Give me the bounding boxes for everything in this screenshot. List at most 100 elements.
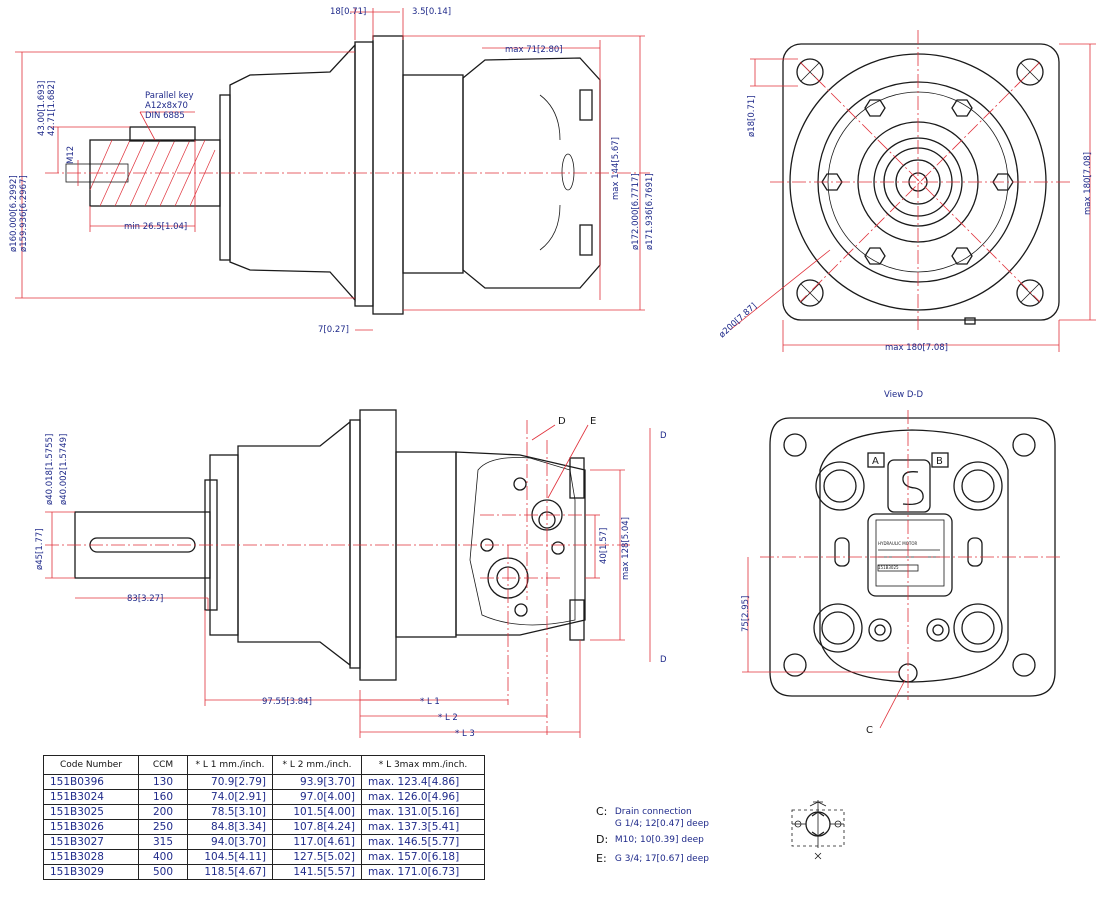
table-row: 151B3028 400 104.5[4.11] 127.5[5.02] max…	[43, 849, 485, 865]
dim-171: ø171.936[6.7691]	[645, 173, 655, 250]
cell-l3: max. 126.0[4.96]	[361, 789, 485, 805]
header-ccm: CCM	[138, 755, 188, 775]
bottom-side-view	[45, 409, 651, 738]
cell-l3: max. 146.5[5.77]	[361, 834, 485, 850]
dim-42-71: 42.71[1.682]	[47, 81, 57, 136]
port-b: B	[936, 456, 943, 467]
dim-200: ø200[7.87]	[717, 301, 759, 340]
legend-c-text-2: G 1/4; 12[0.47] deep	[614, 819, 709, 829]
cell-ccm: 250	[138, 819, 188, 835]
cell-l3: max. 123.4[4.86]	[361, 774, 485, 790]
table-row: 151B0396 130 70.9[2.79] 93.9[3.70] max. …	[43, 774, 485, 790]
dim-max71: max 71[2.80]	[505, 45, 563, 55]
cell-code: 151B3024	[43, 789, 139, 805]
port-a: A	[872, 456, 879, 467]
dim-97-55: 97.55[3.84]	[262, 697, 312, 707]
dim-40-002: ø40.002[1.5749]	[59, 434, 69, 505]
cell-l3: max. 131.0[5.16]	[361, 804, 485, 820]
dim-l3: * L 3	[455, 729, 475, 739]
table-row: 151B3025 200 78.5[3.10] 101.5[4.00] max.…	[43, 804, 485, 820]
cell-code: 151B3025	[43, 804, 139, 820]
cut-d-bottom: D	[660, 655, 667, 665]
cell-ccm: 130	[138, 774, 188, 790]
cell-l3: max. 157.0[6.18]	[361, 849, 485, 865]
dim-83: 83[3.27]	[127, 594, 163, 604]
dim-max128: max 128[5.04]	[621, 517, 631, 580]
table-header-row: Code Number CCM * L 1 mm./inch. * L 2 mm…	[43, 755, 485, 775]
top-side-view	[15, 8, 650, 331]
cell-l1: 70.9[2.79]	[187, 774, 273, 790]
dim-max144: max 144[5.67]	[611, 137, 621, 200]
legend-c: C: Drain connection G 1/4; 12[0.47] deep	[596, 806, 709, 830]
port-legend: C: Drain connection G 1/4; 12[0.47] deep…	[596, 806, 709, 866]
dim-40-018: ø40.018[1.5755]	[45, 434, 55, 505]
cell-code: 151B0396	[43, 774, 139, 790]
legend-d-text: M10; 10[0.39] deep	[614, 835, 704, 845]
dim-75: 75[2.95]	[741, 596, 751, 632]
label-c: C	[866, 725, 873, 736]
dim-m12: M12	[66, 146, 76, 164]
cell-ccm: 400	[138, 849, 188, 865]
dim-3-5: 3.5[0.14]	[412, 7, 451, 17]
dim-18: 18[0.71]	[330, 7, 366, 17]
dim-min26-5: min 26.5[1.04]	[124, 222, 187, 232]
cell-l2: 101.5[4.00]	[272, 804, 362, 820]
cell-l1: 104.5[4.11]	[187, 849, 273, 865]
legend-e: E: G 3/4; 17[0.67] deep	[596, 853, 709, 866]
cell-l1: 94.0[3.70]	[187, 834, 273, 850]
header-l3: * L 3max mm./inch.	[361, 755, 485, 775]
nameplate-line-2: 151B3025	[878, 565, 899, 570]
dim-45: ø45[1.77]	[35, 528, 45, 570]
cell-l2: 141.5[5.57]	[272, 864, 362, 880]
variant-table: Code Number CCM * L 1 mm./inch. * L 2 mm…	[43, 755, 485, 880]
view-d-d	[742, 410, 1060, 729]
dim-hole-18: ø18[0.71]	[747, 95, 757, 137]
header-l2: * L 2 mm./inch.	[272, 755, 362, 775]
legend-e-text: G 3/4; 17[0.67] deep	[614, 854, 709, 864]
cell-l2: 93.9[3.70]	[272, 774, 362, 790]
legend-d-key: D:	[596, 833, 609, 846]
legend-c-text-1: Drain connection	[614, 807, 692, 817]
dim-l2: * L 2	[438, 713, 458, 723]
dim-172: ø172.000[6.7717]	[631, 173, 641, 250]
dim-160: ø160.000[6.2992]	[9, 175, 19, 252]
header-l1: * L 1 mm./inch.	[187, 755, 273, 775]
cell-l2: 127.5[5.02]	[272, 849, 362, 865]
cell-l1: 84.8[3.34]	[187, 819, 273, 835]
cell-l3: max. 171.0[6.73]	[361, 864, 485, 880]
legend-c-key: C:	[596, 805, 608, 818]
cell-l2: 107.8[4.24]	[272, 819, 362, 835]
cell-l3: max. 137.3[5.41]	[361, 819, 485, 835]
table-row: 151B3029 500 118.5[4.67] 141.5[5.57] max…	[43, 864, 485, 880]
view-d-d-title: View D-D	[884, 390, 923, 400]
dim-l1: * L 1	[420, 697, 440, 707]
dim-max180-horizontal: max 180[7.08]	[885, 343, 948, 353]
cell-l1: 118.5[4.67]	[187, 864, 273, 880]
cell-l1: 78.5[3.10]	[187, 804, 273, 820]
cell-code: 151B3028	[43, 849, 139, 865]
key-line-1: Parallel key	[145, 91, 194, 101]
legend-e-key: E:	[596, 852, 607, 865]
cell-ccm: 500	[138, 864, 188, 880]
cell-ccm: 160	[138, 789, 188, 805]
dim-max180-vertical: max 180[7.08]	[1083, 152, 1093, 215]
cell-code: 151B3026	[43, 819, 139, 835]
key-line-3: DIN 6885	[145, 111, 185, 121]
cell-code: 151B3029	[43, 864, 139, 880]
hydraulic-symbol-icon	[791, 800, 845, 860]
shaft-hatch	[89, 139, 216, 207]
cell-ccm: 315	[138, 834, 188, 850]
table-row: 151B3027 315 94.0[3.70] 117.0[4.61] max.…	[43, 834, 485, 850]
dim-7: 7[0.27]	[318, 325, 349, 335]
label-d: D	[558, 416, 566, 427]
table-row: 151B3024 160 74.0[2.91] 97.0[4.00] max. …	[43, 789, 485, 805]
cell-l2: 117.0[4.61]	[272, 834, 362, 850]
dim-43: 43.00[1.693]	[37, 81, 47, 136]
nameplate-line-1: HYDRAULIC MOTOR	[878, 541, 917, 546]
legend-d: D: M10; 10[0.39] deep	[596, 834, 709, 847]
cut-d-top: D	[660, 431, 667, 441]
front-view	[729, 30, 1096, 352]
cell-code: 151B3027	[43, 834, 139, 850]
label-e: E	[590, 416, 596, 427]
